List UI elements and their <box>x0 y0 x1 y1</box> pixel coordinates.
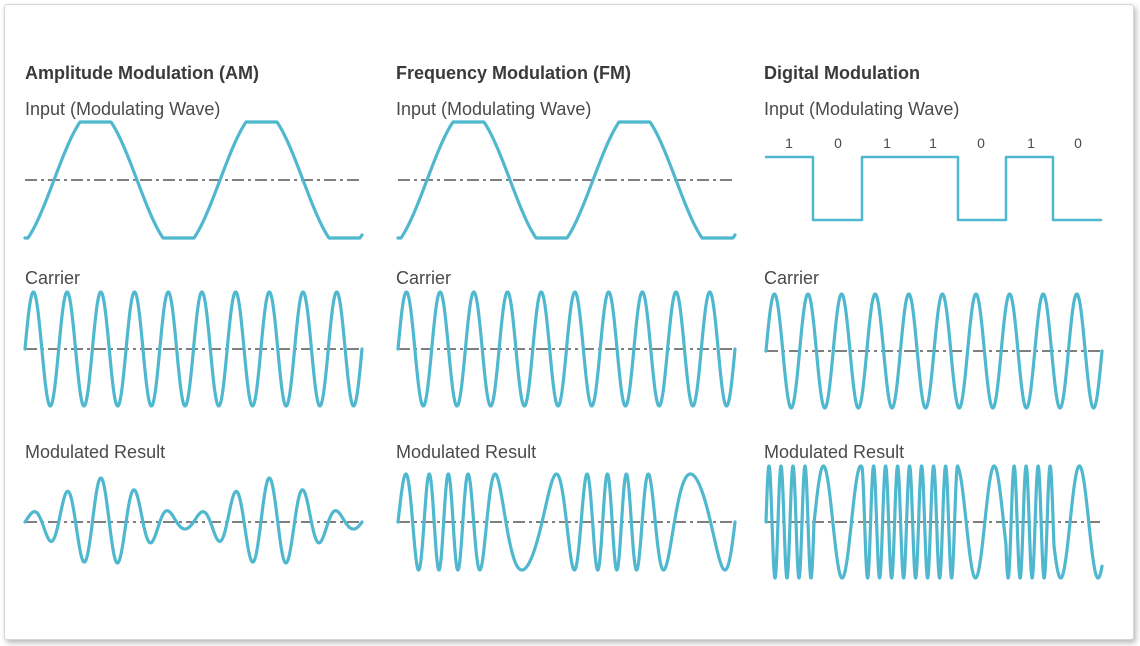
am-input-wave <box>23 120 364 240</box>
am-column-title: Amplitude Modulation (AM) <box>25 63 259 83</box>
digital-bit-label: 0 <box>977 135 985 151</box>
fm-result-wave <box>396 472 737 572</box>
am-result-wave <box>23 476 364 565</box>
digital-result-label: Modulated Result <box>764 442 905 462</box>
digital-column-title: Digital Modulation <box>764 63 920 83</box>
fm-carrier-label: Carrier <box>396 268 452 288</box>
digital-bit-label: 0 <box>834 135 842 151</box>
digital-bit-label: 1 <box>785 135 793 151</box>
am-carrier-label: Carrier <box>25 268 81 288</box>
digital-input-wave <box>764 155 1103 222</box>
fm-result-label: Modulated Result <box>396 442 537 462</box>
am-carrier-wave <box>23 290 364 408</box>
fm-input-wave <box>396 120 737 240</box>
digital-carrier-wave <box>764 292 1104 410</box>
digital-result-wave <box>764 464 1104 580</box>
digital-bit-label: 1 <box>1027 135 1035 151</box>
digital-carrier-label: Carrier <box>764 268 820 288</box>
digital-input-label: Input (Modulating Wave) <box>764 99 960 119</box>
fm-carrier-wave <box>396 290 737 408</box>
am-result-label: Modulated Result <box>25 442 166 462</box>
digital-bit-label: 0 <box>1074 135 1082 151</box>
digital-bit-label: 1 <box>929 135 937 151</box>
fm-input-label: Input (Modulating Wave) <box>396 99 592 119</box>
digital-bit-label: 1 <box>883 135 891 151</box>
fm-column-title: Frequency Modulation (FM) <box>396 63 631 83</box>
am-input-label: Input (Modulating Wave) <box>25 99 221 119</box>
